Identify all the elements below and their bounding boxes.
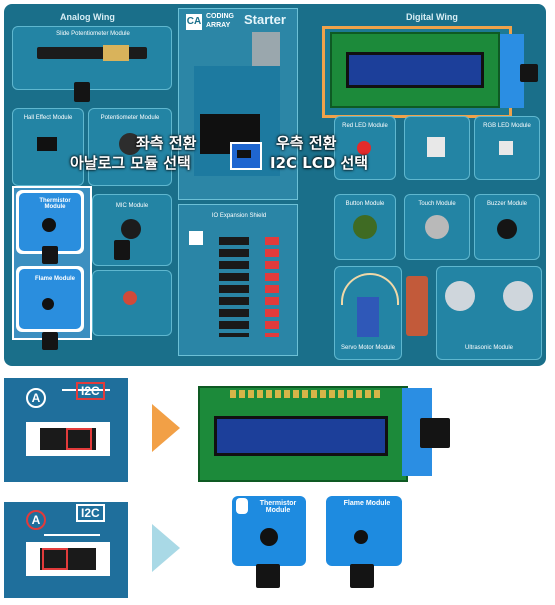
lcd-screen <box>214 416 388 456</box>
slide-knob[interactable] <box>103 45 129 61</box>
thermistor-sensor <box>42 218 56 232</box>
io-label: IO Expansion Shield <box>211 213 267 219</box>
ultrasonic-module: Ultrasonic Module <box>436 266 542 360</box>
thermometer-icon <box>236 498 248 514</box>
overlay-right-line2: I2C LCD 선택 <box>270 154 369 172</box>
header-pins <box>219 237 249 337</box>
ultrasonic-right-eye <box>503 281 533 311</box>
switch-left-panel: A I2C <box>4 502 128 598</box>
starter-title: Starter <box>244 12 286 27</box>
flame-sensor <box>42 298 54 310</box>
shield-logo-icon <box>189 231 203 245</box>
flame-connector <box>350 564 374 588</box>
flame-sensor <box>354 530 368 544</box>
brand-line1: CODING <box>206 13 234 20</box>
slide-potentiometer-module: Slide Potentiometer Module <box>12 26 172 90</box>
switch-knob-right[interactable] <box>66 428 92 450</box>
lcd-pins <box>230 390 380 398</box>
dht-sensor <box>427 137 445 157</box>
pot-label: Potentiometer Module <box>100 115 160 121</box>
servo-motor-module: Servo Motor Module <box>334 266 402 360</box>
touch-label: Touch Module <box>418 201 456 207</box>
slide-pot-label: Slide Potentiometer Module <box>56 31 130 37</box>
touch-module: Touch Module <box>404 194 470 260</box>
brand-logo-icon: CA <box>186 14 202 30</box>
blue-arrow-icon <box>152 524 180 572</box>
touch-pad[interactable] <box>425 215 449 239</box>
slide-track <box>37 47 147 59</box>
switch-track <box>40 428 96 450</box>
io-expansion-shield: IO Expansion Shield <box>178 204 298 356</box>
flame-module: Flame Module <box>326 496 402 566</box>
push-button[interactable] <box>353 215 377 239</box>
mic-label: MIC Module <box>115 203 149 209</box>
flame-label: Flame Module <box>34 276 75 282</box>
thermistor-module: Thermistor Module <box>232 496 306 566</box>
servo-body <box>357 297 379 337</box>
ultrasonic-label: Ultrasonic Module <box>464 345 514 351</box>
button-label: Button Module <box>345 201 385 207</box>
lcd-module <box>198 386 408 482</box>
connector <box>42 246 58 264</box>
switch-track <box>40 548 96 570</box>
i2c-badge-highlighted: I2C <box>76 382 105 400</box>
ultrasonic-left-eye <box>445 281 475 311</box>
header-pins-red <box>265 237 279 337</box>
thermistor-sensor <box>260 528 278 546</box>
temp-humidity-module <box>404 116 470 180</box>
lcd-connector <box>420 418 450 448</box>
board-thermistor-module: Thermistor Module <box>16 190 84 254</box>
analog-badge: A <box>26 388 46 408</box>
light-sensor <box>123 291 137 305</box>
hall-effect-module: Hall Effect Module <box>12 108 84 186</box>
switch-right-panel: A I2C <box>4 378 128 482</box>
thermistor-label: Thermistor Module <box>39 198 71 210</box>
analog-badge-highlighted: A <box>26 510 46 530</box>
buzzer <box>497 219 517 239</box>
led-label: Red LED Module <box>342 123 388 129</box>
connector <box>114 240 130 260</box>
i2c-badge: I2C <box>76 504 105 522</box>
thermistor-connector <box>256 564 280 588</box>
rgb-led-module: RGB LED Module <box>474 116 540 180</box>
buzzer-label: Buzzer Module <box>486 201 528 207</box>
buzzer-module: Buzzer Module <box>474 194 540 260</box>
connector <box>74 82 90 102</box>
connector <box>520 64 538 82</box>
mic-module: MIC Module <box>92 194 172 266</box>
thermistor-title: Thermistor Module <box>259 500 297 514</box>
light-sensor-module <box>92 270 172 336</box>
red-led-module: Red LED Module <box>334 116 396 180</box>
switch-direction-line <box>44 534 100 536</box>
starter-board: Analog Wing Slide Potentiometer Module H… <box>4 4 546 366</box>
connector <box>42 332 58 350</box>
button-module: Button Module <box>334 194 396 260</box>
switch-knob-left[interactable] <box>42 548 68 570</box>
board-lcd-pcb <box>330 32 500 108</box>
red-led <box>357 141 371 155</box>
rgb-led <box>499 141 513 155</box>
switch-direction-line <box>62 389 110 391</box>
left-wing-title: Analog Wing <box>60 12 115 22</box>
brand-line2: ARRAY <box>206 22 231 29</box>
overlay-left-line2: 아날로그 모듈 선택 <box>70 154 191 172</box>
flame-title: Flame Module <box>343 500 391 507</box>
board-flame-module: Flame Module <box>16 266 84 332</box>
right-wing-title: Digital Wing <box>406 12 458 22</box>
board-lcd-screen <box>346 52 484 88</box>
overlay-right-line1: 우측 전환 <box>276 134 337 152</box>
mic-sensor <box>121 219 141 239</box>
pot-knob[interactable] <box>119 133 141 155</box>
potentiometer-module: Potentiometer Module <box>88 108 172 186</box>
usb-port <box>252 32 280 68</box>
mode-switch-knob[interactable] <box>237 150 251 158</box>
overlay-left-line1: 좌측 전환 <box>136 134 197 152</box>
hall-sensor <box>37 137 57 151</box>
hall-label: Hall Effect Module <box>23 115 73 121</box>
rgb-label: RGB LED Module <box>483 123 531 129</box>
servo-cable <box>406 276 428 336</box>
servo-label: Servo Motor Module <box>340 345 396 351</box>
orange-arrow-icon <box>152 404 180 452</box>
